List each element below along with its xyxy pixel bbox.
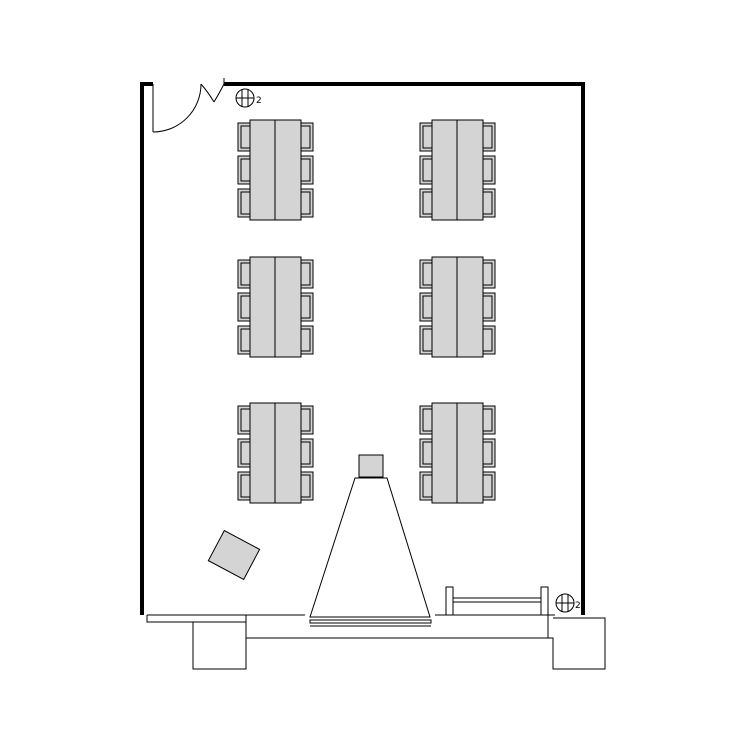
table [431,256,458,358]
table [431,119,458,221]
chair-seat [422,191,433,215]
entry-door[interactable] [152,83,225,133]
room-walls [140,78,585,615]
chair-seat [240,158,251,182]
chair-seat [240,191,251,215]
chair-seat [422,262,433,286]
table-groups [237,119,496,504]
chair-seat [482,408,493,432]
chair-seat [300,262,311,286]
projector[interactable] [309,454,432,627]
speaker-top: 2 [235,88,262,108]
chair-seat [482,262,493,286]
chair-seat [482,328,493,352]
table-group-2[interactable] [419,119,496,221]
rail-post-right [540,586,549,616]
chair-seat [482,474,493,498]
chair-seat [300,125,311,149]
table-group-4[interactable] [419,256,496,358]
chair-seat [482,125,493,149]
chair-seat [422,408,433,432]
table [456,402,484,504]
speaker-bottom: 2 [555,593,581,613]
speaker-top-label: 2 [256,96,262,106]
chair-seat [422,158,433,182]
rail [445,586,549,616]
chair-seat [300,158,311,182]
table [456,256,484,358]
chair-seat [422,328,433,352]
table [456,119,484,221]
chair-seat [422,474,433,498]
table [249,119,276,221]
projector-beam-icon [309,477,431,618]
table [274,256,302,358]
table-group-5[interactable] [237,402,314,504]
table [274,402,302,504]
chair-seat [482,441,493,465]
table-group-3[interactable] [237,256,314,358]
table [249,402,276,504]
chair-seat [240,474,251,498]
easel[interactable] [207,529,261,581]
chair-seat [240,408,251,432]
chair-seat [240,328,251,352]
rail-post-left [445,586,454,616]
chair-seat [482,295,493,319]
door-swing-icon [152,83,202,133]
chair-seat [300,441,311,465]
chair-seat [300,191,311,215]
chair-seat [300,408,311,432]
chair-seat [422,441,433,465]
chair-seat [300,328,311,352]
projector-unit [358,454,384,478]
table-group-1[interactable] [237,119,314,221]
chair-seat [240,441,251,465]
screen-base [309,619,432,624]
chair-seat [300,295,311,319]
door-swing-arc-tertiary [213,83,225,103]
table [431,402,458,504]
chair-seat [482,191,493,215]
chair-seat [422,125,433,149]
table [249,256,276,358]
easel-icon [207,529,261,581]
table-group-6[interactable] [419,402,496,504]
chair-seat [240,262,251,286]
table [274,119,302,221]
speaker-bottom-label: 2 [575,601,581,611]
rail-icon [452,597,542,603]
chair-seat [300,474,311,498]
chair-seat [240,125,251,149]
door-swing-arc-secondary [200,83,215,103]
chair-seat [482,158,493,182]
chair-seat [240,295,251,319]
chair-seat [422,295,433,319]
